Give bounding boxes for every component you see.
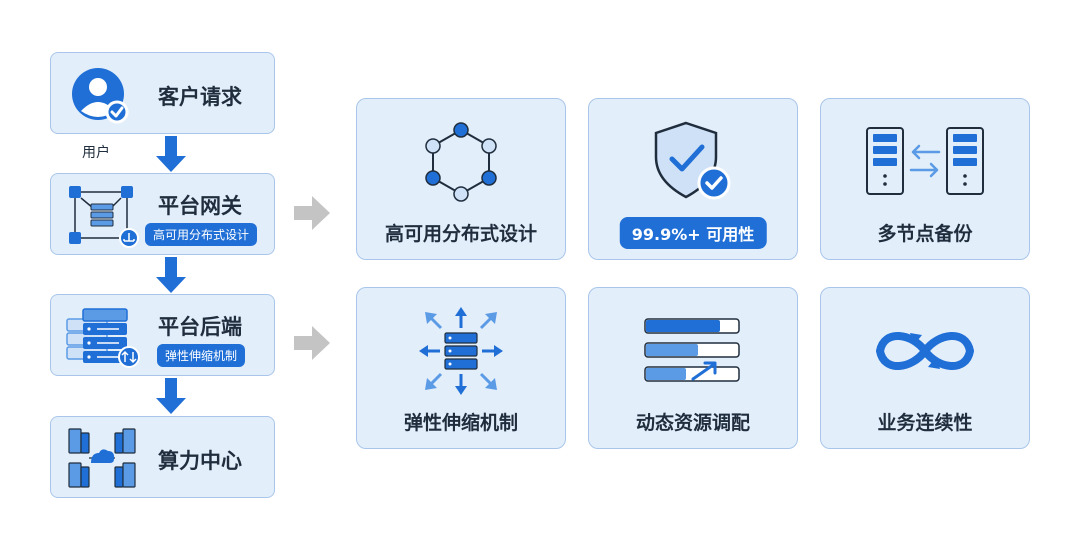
server-stack-icon bbox=[66, 308, 140, 368]
feature-label-distributed: 高可用分布式设计 bbox=[384, 223, 537, 245]
flow-box-gateway: 平台网关 高可用分布式设计 bbox=[50, 173, 275, 255]
flow-box-backend: 平台后端 弹性伸缩机制 bbox=[50, 294, 275, 376]
server-sync-icon bbox=[866, 127, 984, 195]
server-expand-icon bbox=[419, 307, 503, 395]
feature-card-elastic: 弹性伸缩机制 bbox=[356, 287, 566, 449]
feature-label-dynamic: 动态资源调配 bbox=[635, 412, 750, 434]
arrow-right-icon bbox=[294, 196, 330, 230]
datacenter-cloud-icon bbox=[68, 428, 136, 488]
feature-card-continuity: 业务连续性 bbox=[820, 287, 1030, 449]
flow-title-gateway: 平台网关 bbox=[158, 194, 242, 218]
flow-badge-gateway: 高可用分布式设计 bbox=[145, 223, 258, 246]
feature-label-availability: 99.9%+ 可用性 bbox=[619, 217, 767, 249]
shield-check-icon bbox=[654, 121, 731, 200]
flow-title-compute: 算力中心 bbox=[158, 449, 242, 473]
flow-title-backend: 平台后端 bbox=[158, 315, 242, 339]
arrow-down-icon bbox=[156, 136, 186, 172]
feature-label-elastic: 弹性伸缩机制 bbox=[403, 412, 518, 434]
gateway-network-icon bbox=[69, 186, 139, 248]
flow-box-request: 客户请求 bbox=[50, 52, 275, 134]
progress-bars-icon bbox=[644, 318, 740, 382]
arrow-down-icon bbox=[156, 257, 186, 293]
flow-box-compute: 算力中心 bbox=[50, 416, 275, 498]
infinity-icon bbox=[876, 332, 974, 370]
feature-label-backup: 多节点备份 bbox=[877, 223, 973, 245]
feature-card-dynamic: 动态资源调配 bbox=[588, 287, 798, 449]
arrow-right-icon bbox=[294, 326, 330, 360]
flow-badge-backend: 弹性伸缩机制 bbox=[157, 344, 246, 367]
arrow-down-icon bbox=[156, 378, 186, 414]
feature-card-distributed: 高可用分布式设计 bbox=[356, 98, 566, 260]
user-label: 用户 bbox=[82, 145, 110, 161]
hexagon-network-icon bbox=[425, 122, 497, 202]
flow-title-request: 客户请求 bbox=[158, 85, 242, 109]
feature-label-continuity: 业务连续性 bbox=[877, 412, 973, 434]
feature-card-backup: 多节点备份 bbox=[820, 98, 1030, 260]
user-check-icon bbox=[72, 68, 129, 124]
feature-card-availability: 99.9%+ 可用性 bbox=[588, 98, 798, 260]
